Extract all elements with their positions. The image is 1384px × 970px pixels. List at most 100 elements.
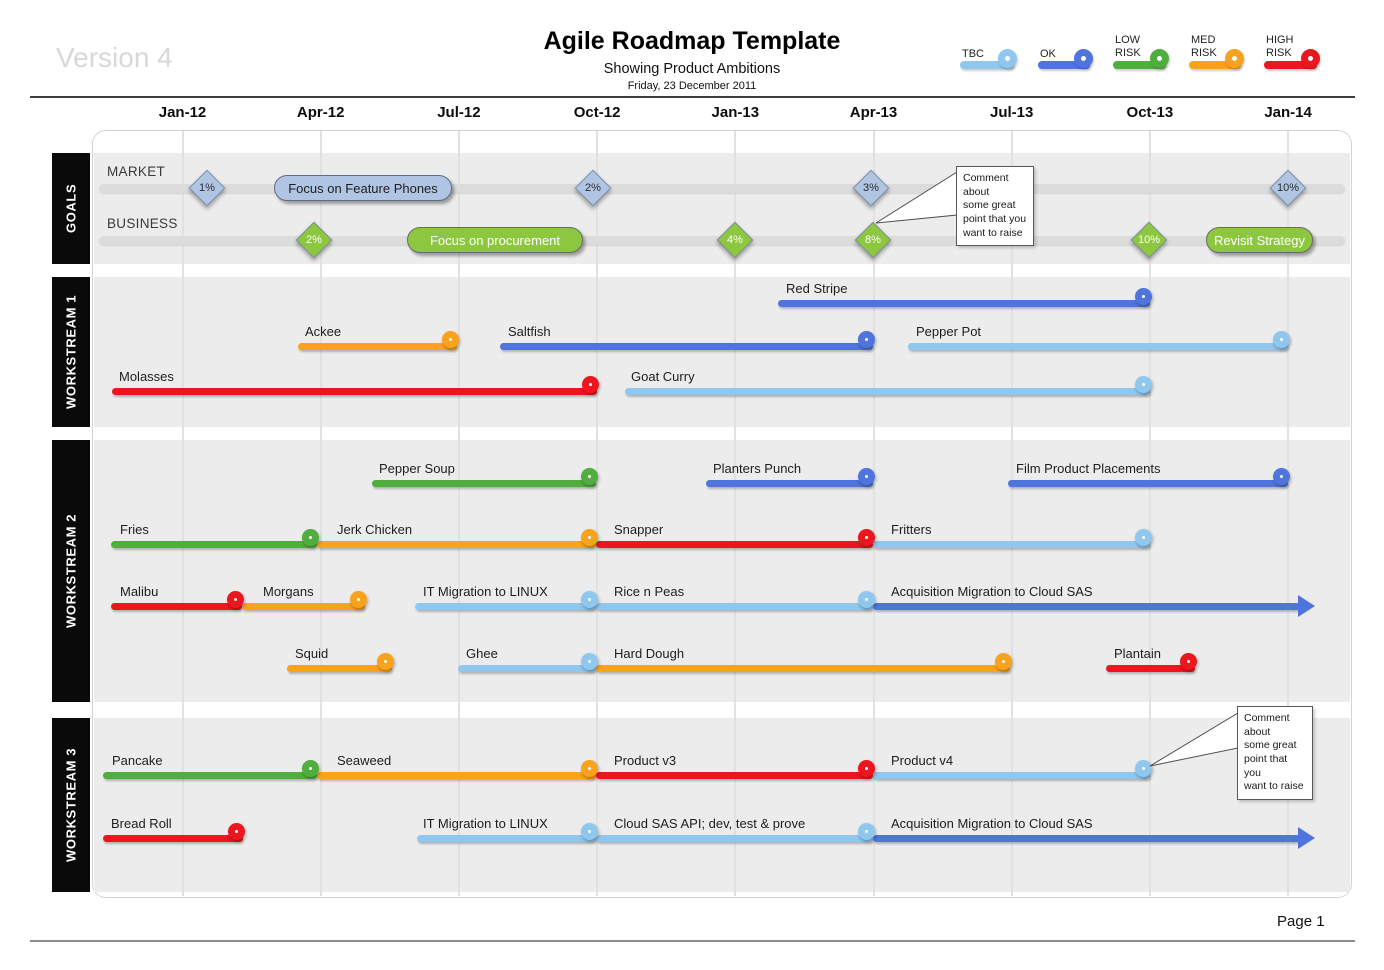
diamond-label: 2% <box>306 234 322 246</box>
title-block: Agile Roadmap Template Showing Product A… <box>0 27 1384 92</box>
gridline <box>1148 131 1151 896</box>
milestone-ring[interactable] <box>227 822 245 840</box>
milestone-ring[interactable] <box>1134 375 1152 393</box>
roadmap-bar[interactable] <box>873 771 1150 779</box>
gridline <box>1287 131 1290 896</box>
milestone-ring[interactable] <box>580 822 598 840</box>
section-band-workstream-3 <box>94 718 1350 892</box>
milestone-ring[interactable] <box>349 590 367 608</box>
roadmap-bar[interactable] <box>1106 664 1195 672</box>
bar-label: Cloud SAS API; dev, test & prove <box>614 816 806 831</box>
roadmap-bar[interactable] <box>298 342 457 350</box>
quarter-label: Jul-12 <box>437 104 481 121</box>
roadmap-bar[interactable] <box>417 834 596 842</box>
milestone-ring[interactable] <box>857 822 875 840</box>
milestone-ring[interactable] <box>994 652 1012 670</box>
bar-label: Malibu <box>120 584 159 599</box>
roadmap-bar[interactable] <box>596 834 873 842</box>
roadmap-bar[interactable] <box>317 540 596 548</box>
roadmap-bar[interactable] <box>596 664 1010 672</box>
legend-label: TBC <box>962 48 984 60</box>
roadmap-bar[interactable] <box>873 834 1300 842</box>
quarter-label: Apr-13 <box>849 104 898 121</box>
legend-line <box>1264 61 1317 69</box>
milestone-ring[interactable] <box>857 528 875 546</box>
bar-label: Fritters <box>891 522 932 537</box>
roadmap-bar[interactable] <box>596 540 873 548</box>
page-date: Friday, 23 December 2011 <box>627 79 757 92</box>
gridline <box>181 131 184 896</box>
milestone-ring[interactable] <box>857 467 875 485</box>
milestone-ring[interactable] <box>580 652 598 670</box>
roadmap-bar[interactable] <box>372 479 596 487</box>
quarter-label: Jan-12 <box>158 104 207 121</box>
milestone-ring[interactable] <box>580 528 598 546</box>
goal-button[interactable]: Revisit Strategy <box>1206 227 1313 253</box>
milestone-ring[interactable] <box>580 759 598 777</box>
diamond-label: 10% <box>1137 234 1161 246</box>
milestone-ring[interactable] <box>581 375 599 393</box>
legend-ring <box>1300 48 1320 68</box>
bar-label: Goat Curry <box>631 369 695 384</box>
milestone-ring[interactable] <box>301 759 319 777</box>
gridline <box>1010 131 1013 896</box>
roadmap-bar[interactable] <box>778 299 1150 307</box>
legend-label: LOW RISK <box>1115 34 1141 60</box>
bar-label: IT Migration to LINUX <box>423 816 548 831</box>
roadmap-bar[interactable] <box>103 771 317 779</box>
legend-label: OK <box>1040 48 1056 60</box>
roadmap-bar[interactable] <box>873 540 1150 548</box>
footer-page-label: Page 1 <box>1277 913 1325 930</box>
milestone-ring[interactable] <box>301 528 319 546</box>
roadmap-bar[interactable] <box>500 342 873 350</box>
roadmap-bar[interactable] <box>706 479 873 487</box>
milestone-ring[interactable] <box>441 330 459 348</box>
milestone-ring[interactable] <box>1272 330 1290 348</box>
bar-label: Film Product Placements <box>1016 461 1161 476</box>
milestone-ring[interactable] <box>376 652 394 670</box>
roadmap-bar[interactable] <box>908 342 1288 350</box>
milestone-ring[interactable] <box>857 759 875 777</box>
roadmap-bar[interactable] <box>873 602 1300 610</box>
bar-label: Product v4 <box>891 753 954 768</box>
goal-button[interactable]: Focus on Feature Phones <box>274 175 452 201</box>
comment-callout[interactable]: Comment about some great point that you … <box>956 166 1034 247</box>
roadmap-bar[interactable] <box>596 771 873 779</box>
milestone-ring[interactable] <box>1272 467 1290 485</box>
bar-label: Pepper Pot <box>916 324 982 339</box>
milestone-ring[interactable] <box>1134 759 1152 777</box>
diamond-label: 10% <box>1276 182 1300 194</box>
milestone-ring[interactable] <box>857 590 875 608</box>
page-subtitle: Showing Product Ambitions <box>603 60 781 77</box>
milestone-ring[interactable] <box>226 590 244 608</box>
footer-divider <box>30 940 1355 942</box>
roadmap-bar[interactable] <box>111 602 242 610</box>
comment-callout[interactable]: Comment about some great point that you … <box>1237 706 1313 800</box>
legend-line <box>1189 61 1241 69</box>
gridline <box>872 131 875 896</box>
milestone-ring[interactable] <box>580 590 598 608</box>
diamond-label: 2% <box>585 182 601 194</box>
milestone-ring[interactable] <box>1134 287 1152 305</box>
roadmap-bar[interactable] <box>287 664 392 672</box>
roadmap-bar[interactable] <box>111 540 317 548</box>
milestone-ring[interactable] <box>857 330 875 348</box>
milestone-ring[interactable] <box>1134 528 1152 546</box>
milestone-ring[interactable] <box>580 467 598 485</box>
roadmap-bar[interactable] <box>112 387 597 395</box>
roadmap-bar[interactable] <box>458 664 596 672</box>
milestone-ring[interactable] <box>1179 652 1197 670</box>
bar-label: Acquisition Migration to Cloud SAS <box>891 584 1093 599</box>
roadmap-bar[interactable] <box>242 602 365 610</box>
roadmap-bar[interactable] <box>1008 479 1288 487</box>
roadmap-bar[interactable] <box>415 602 596 610</box>
roadmap-bar[interactable] <box>317 771 596 779</box>
bar-label: Seaweed <box>337 753 392 768</box>
gridline <box>596 131 599 896</box>
roadmap-bar[interactable] <box>625 387 1150 395</box>
roadmap-bar[interactable] <box>596 602 873 610</box>
goal-button[interactable]: Focus on procurement <box>407 227 583 253</box>
quarter-label: Jan-14 <box>1264 104 1312 121</box>
roadmap-bar[interactable] <box>103 834 243 842</box>
bar-label: Molasses <box>119 369 174 384</box>
